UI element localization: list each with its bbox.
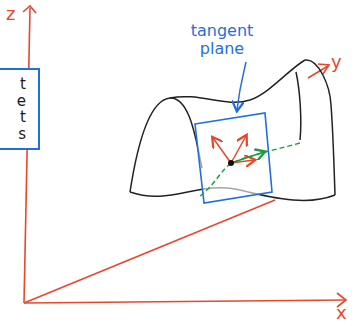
x-axis [24, 300, 345, 303]
z-axis [24, 8, 30, 303]
y-axis [24, 200, 275, 303]
point [228, 160, 234, 166]
curve [200, 143, 300, 196]
axis-label: x [336, 303, 347, 323]
axis-label: z [6, 4, 15, 24]
note-box: t e t s [0, 68, 40, 150]
axis-label: y [331, 52, 342, 72]
plane-label: tangent plane [186, 22, 258, 57]
note-text: t e t s [14, 76, 26, 142]
leader-line [237, 62, 246, 110]
